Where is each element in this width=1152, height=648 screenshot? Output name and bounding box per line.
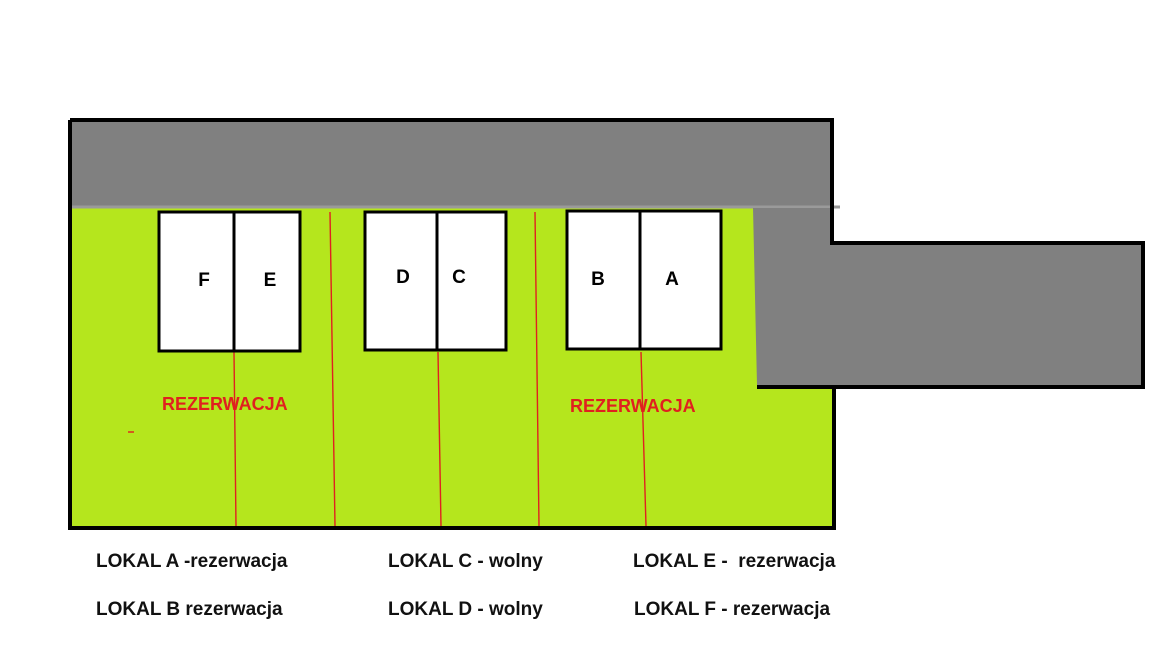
- unit-label-f[interactable]: F: [198, 270, 210, 291]
- building-outline: [157, 210, 302, 353]
- building-f-e: F E: [157, 210, 302, 353]
- plot-border-bottom: [68, 120, 836, 530]
- plot-border-top: [70, 118, 834, 243]
- unit-label-b[interactable]: B: [591, 269, 605, 290]
- building-d-c: D C: [363, 210, 508, 352]
- unit-label-e[interactable]: E: [264, 270, 277, 291]
- unit-label-c[interactable]: C: [452, 267, 466, 288]
- boundary-line: [233, 351, 237, 527]
- building-b-a: B A: [565, 209, 723, 351]
- legend-lokal-d: LOKAL D - wolny: [388, 599, 543, 620]
- legend-lokal-f: LOKAL F - rezerwacja: [634, 599, 831, 620]
- legend-lokal-c: LOKAL C - wolny: [388, 551, 543, 572]
- reservation-label-right: REZERWACJA: [570, 396, 696, 416]
- unit-label-a[interactable]: A: [665, 269, 679, 290]
- access-road: [72, 122, 830, 208]
- boundary-line: [640, 351, 647, 527]
- lot-boundaries: [233, 211, 647, 527]
- legend-lokal-e: LOKAL E - rezerwacja: [633, 551, 836, 572]
- boundary-line: [437, 351, 442, 527]
- legend-lokal-b: LOKAL B rezerwacja: [96, 599, 283, 620]
- driveway-border: [757, 241, 1145, 389]
- reservation-label-left: REZERWACJA: [162, 394, 288, 414]
- unit-label-d[interactable]: D: [396, 267, 410, 288]
- legend-lokal-a: LOKAL A -rezerwacja: [96, 551, 288, 572]
- building-outline: [565, 209, 723, 351]
- boundary-line: [534, 211, 540, 527]
- driveway: [753, 208, 1142, 385]
- boundary-line: [329, 211, 336, 527]
